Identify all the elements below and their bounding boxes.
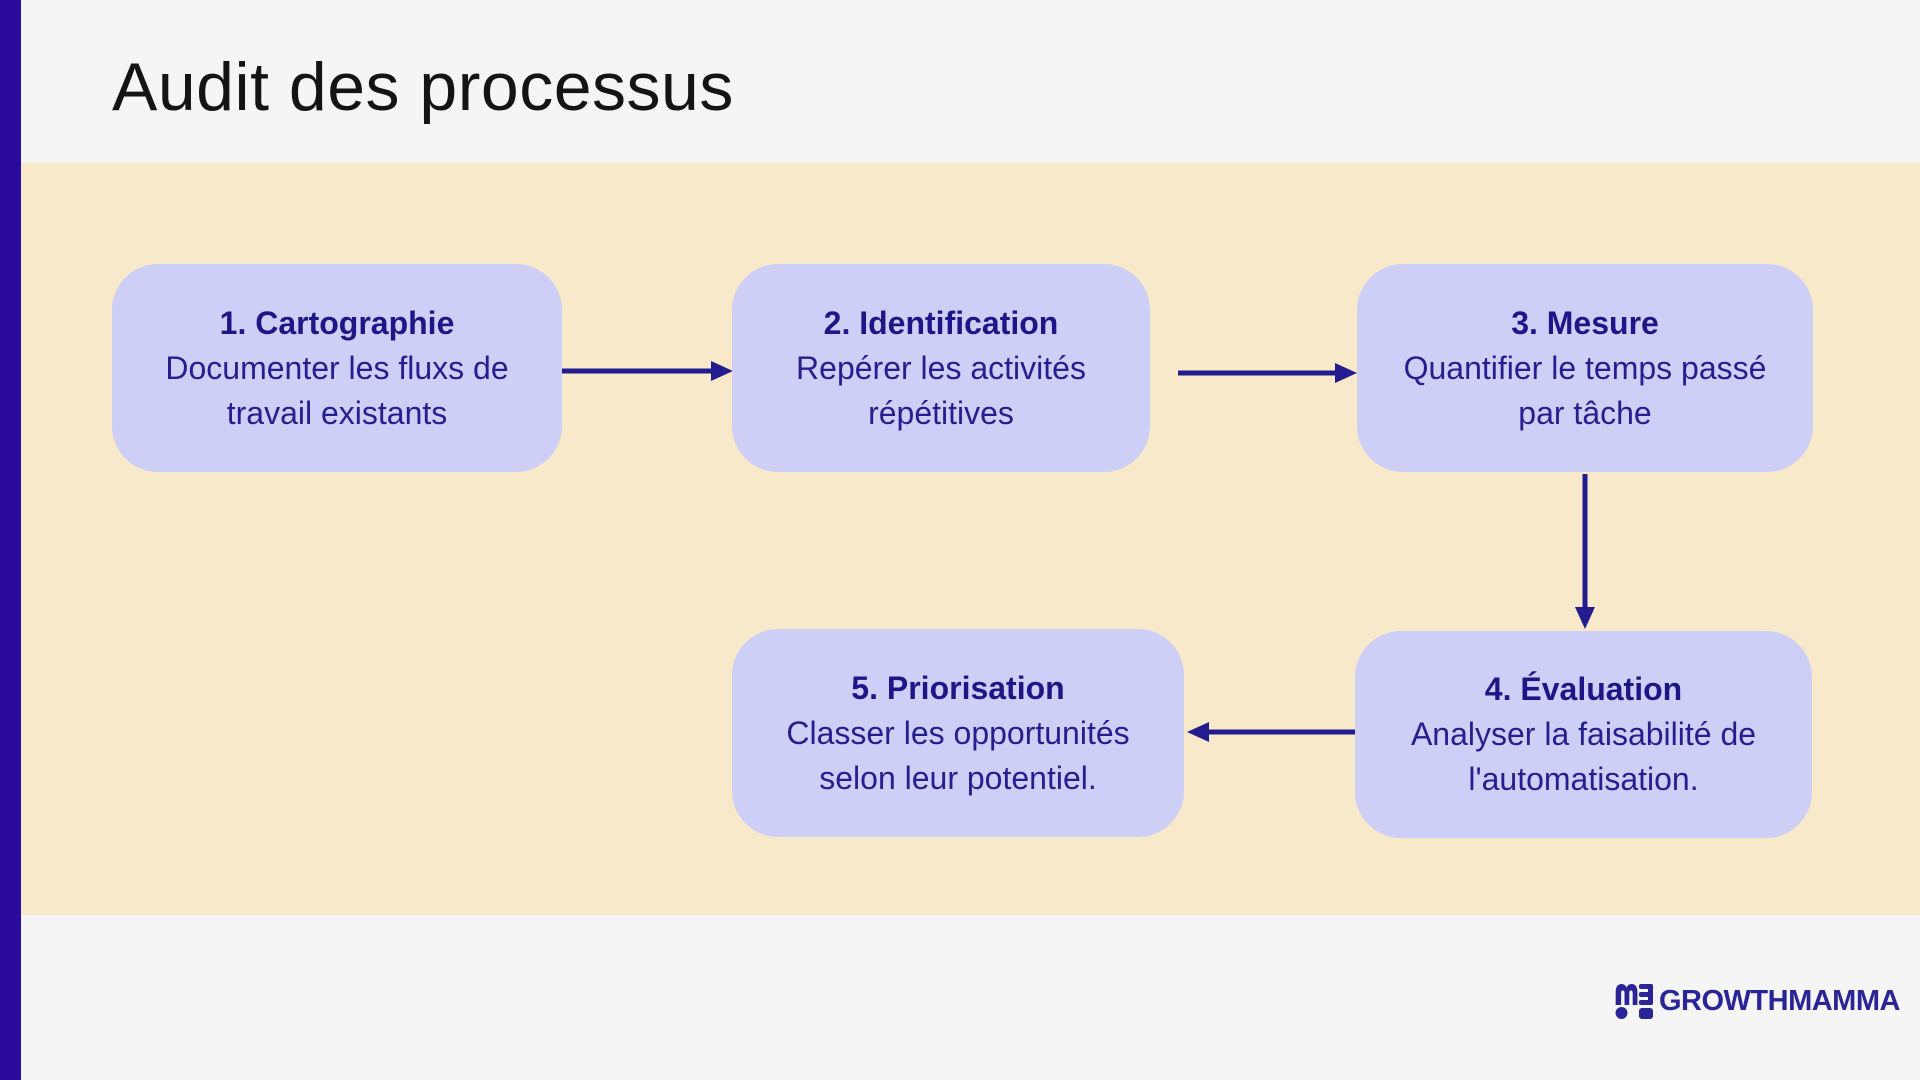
step-title: 4. Évaluation [1484,671,1683,707]
step-box-cartographie: 1. Cartographie Documenter les fluxs de … [112,264,562,472]
step-title: 3. Mesure [1511,304,1659,341]
step-description: Classer les opportunités selon leur pote… [786,714,1130,796]
step-box-mesure: 3. Mesure Quantifier le temps passé par … [1357,264,1813,472]
page-title: Audit des processus [112,49,734,125]
step-description: Analyser la faisabilité de l'automatisat… [1410,716,1757,797]
step-box-evaluation: 4. Évaluation Analyser la faisabilité de… [1355,631,1812,838]
brand-logo-text: GROWTHMAMMA [1659,984,1900,1017]
step-description: Documenter les fluxs de travail existant… [165,349,509,431]
step-box-priorisation: 5. Priorisation Classer les opportunités… [732,629,1184,837]
step-title: 2. Identification [823,304,1059,341]
step-box-identification: 2. Identification Repérer les activités … [732,264,1150,472]
step-description: Quantifier le temps passé par tâche [1403,349,1767,431]
step-title: 1. Cartographie [219,304,455,341]
step-title: 5. Priorisation [851,669,1065,706]
brand-logo: GROWTHMAMMA [1615,982,1900,1020]
growthmamma-mw-monogram-icon [1615,984,1653,1019]
left-accent-bar [0,0,21,1080]
step-description: Repérer les activités répétitives [796,349,1086,431]
